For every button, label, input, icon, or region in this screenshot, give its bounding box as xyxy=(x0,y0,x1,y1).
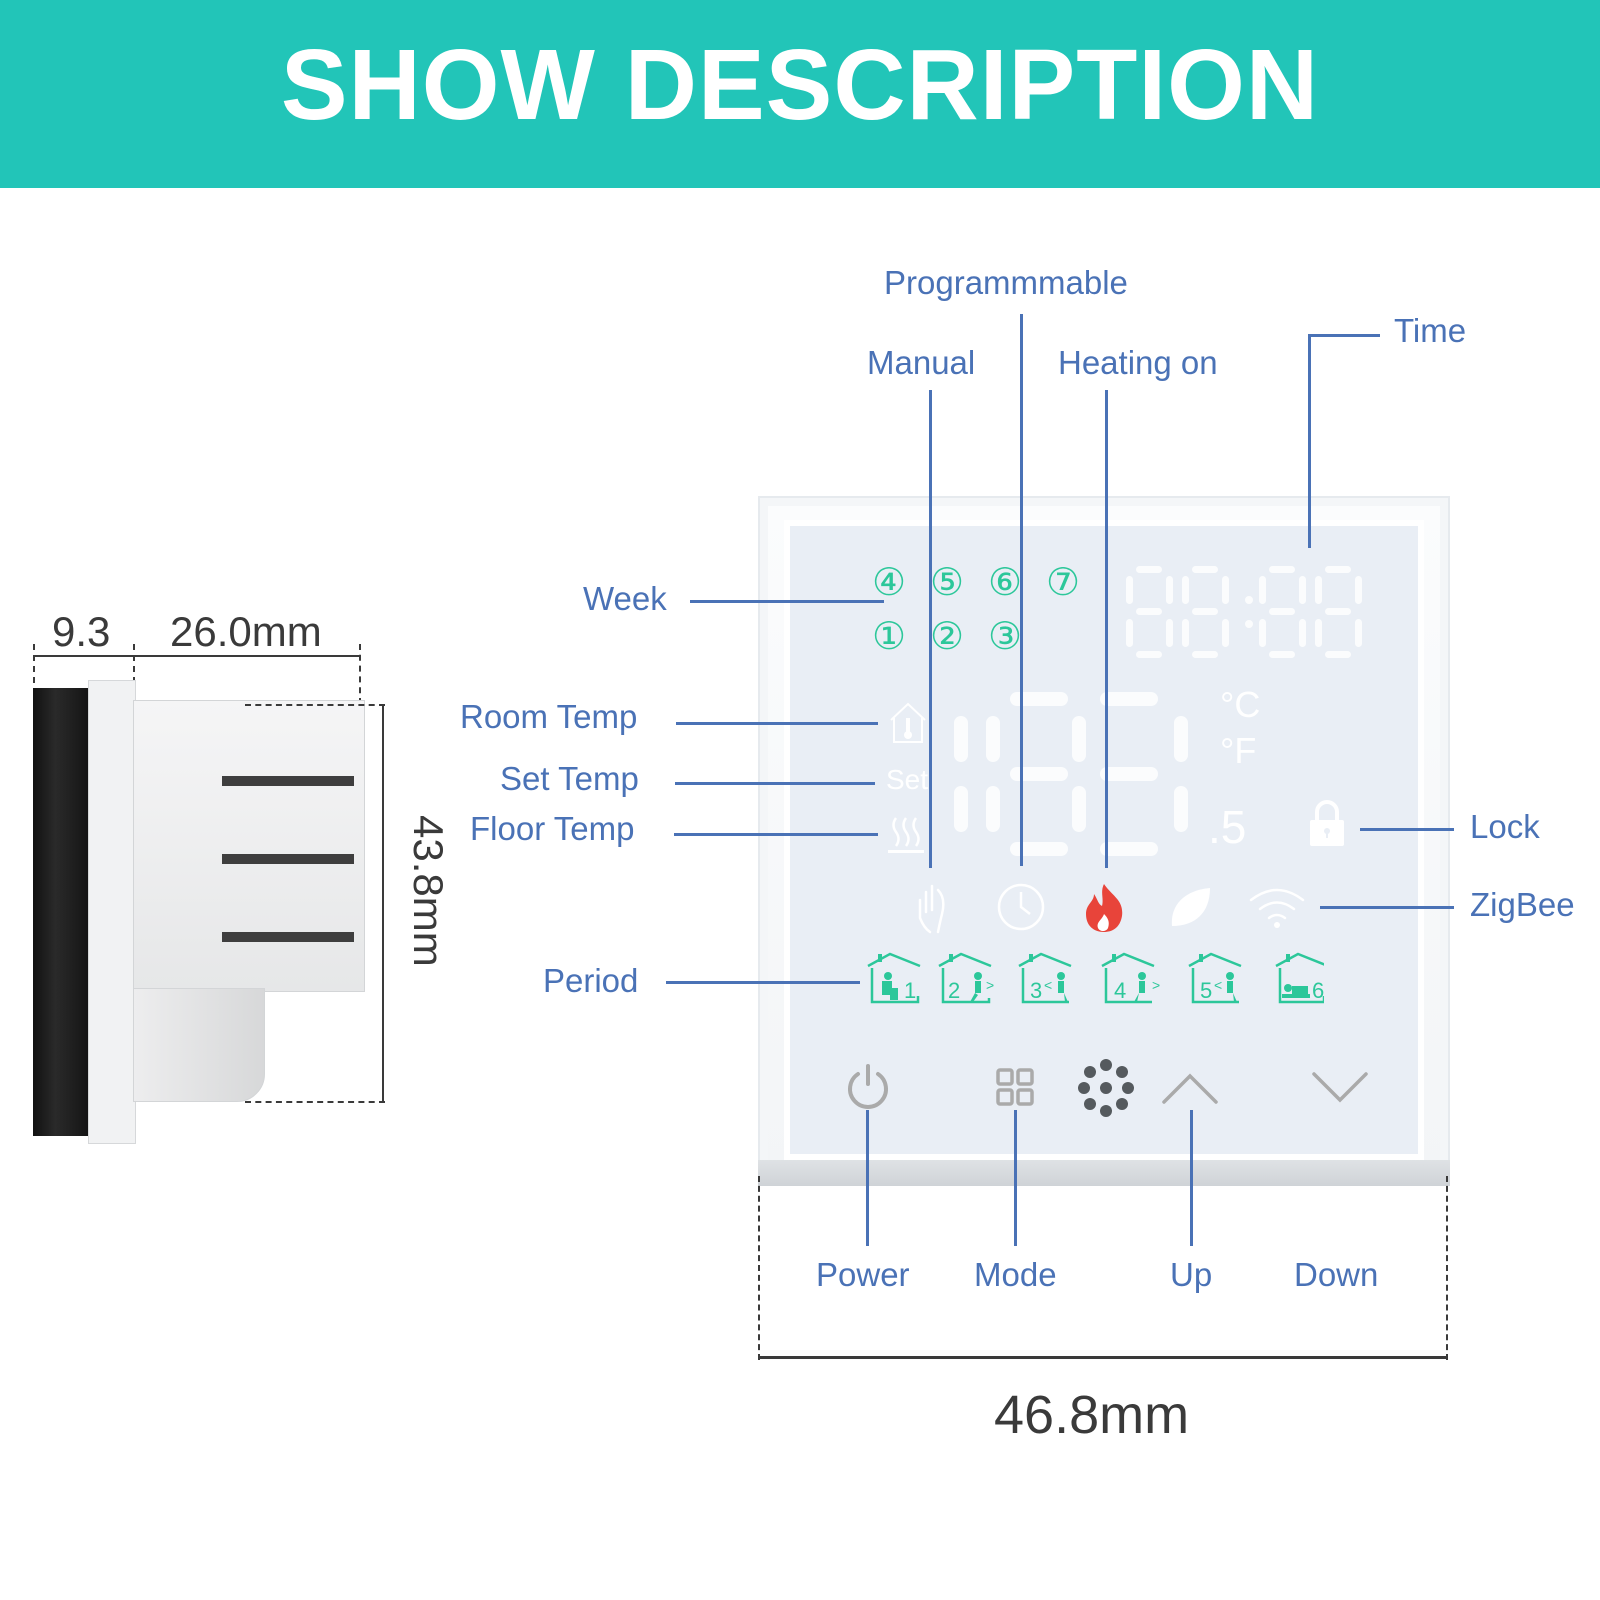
flame-icon xyxy=(1086,884,1123,932)
lock-icon xyxy=(1310,800,1344,846)
power-button[interactable] xyxy=(844,1062,892,1110)
device-body xyxy=(133,700,365,992)
callout-floor-temp: Floor Temp xyxy=(470,810,635,847)
seven-segment-time xyxy=(1126,566,1362,658)
week-day-7: ⑦ xyxy=(1046,560,1081,604)
dim-tick xyxy=(33,644,35,694)
week-day-5: ⑤ xyxy=(930,560,965,604)
svg-text:>: > xyxy=(1152,977,1160,993)
dim-line-top xyxy=(33,655,360,657)
callout-heating-on: Heating on xyxy=(1058,344,1218,381)
callout-manual: Manual xyxy=(867,344,976,381)
svg-text:>: > xyxy=(986,977,994,993)
vent-slot xyxy=(222,776,354,786)
callout-set-temp: Set Temp xyxy=(500,760,639,797)
callout-line-time-v xyxy=(1308,334,1311,548)
week-day-4: ④ xyxy=(872,560,907,604)
week-day-2: ② xyxy=(930,614,965,658)
device-frame xyxy=(88,680,136,1144)
svg-text:<: < xyxy=(1214,977,1222,993)
callout-room-temp: Room Temp xyxy=(460,698,638,735)
period-1-number: 1 xyxy=(904,978,916,1003)
dim-tick-right xyxy=(1446,1176,1448,1360)
device-body-lower xyxy=(133,988,265,1102)
callout-line-set-temp xyxy=(675,782,875,785)
leaf-icon xyxy=(1171,888,1210,926)
callout-line-manual xyxy=(929,390,932,868)
mode-button[interactable] xyxy=(994,1066,1036,1108)
set-indicator: Set xyxy=(886,764,929,795)
dim-line-width xyxy=(758,1356,1448,1359)
chevron-up-icon xyxy=(1162,1073,1218,1104)
callout-line-lock xyxy=(1360,828,1454,831)
dots-circle-icon xyxy=(1078,1059,1134,1117)
unit-fahrenheit: °F xyxy=(1220,730,1257,771)
callout-line-heating xyxy=(1105,390,1108,868)
callout-line-floor-temp xyxy=(674,833,878,836)
wifi-signal-icon xyxy=(1249,888,1305,928)
callout-up: Up xyxy=(1170,1256,1213,1293)
hand-icon xyxy=(918,884,945,934)
dim-tick xyxy=(133,644,135,694)
callout-line-power xyxy=(866,1110,869,1246)
temp-decimal: .5 xyxy=(1208,801,1247,853)
dim-tick xyxy=(245,1101,385,1103)
callout-period: Period xyxy=(543,962,639,999)
grid-icon xyxy=(996,1068,1034,1106)
up-button[interactable] xyxy=(1160,1070,1220,1106)
vent-slot xyxy=(222,932,354,942)
callout-week: Week xyxy=(583,580,667,617)
callout-power: Power xyxy=(816,1256,910,1293)
dim-height: 43.8mm xyxy=(405,815,452,967)
week-day-1: ① xyxy=(872,614,907,658)
callout-line-week xyxy=(690,600,884,603)
down-button[interactable] xyxy=(1310,1070,1370,1106)
callout-line-period xyxy=(666,981,860,984)
callout-programmable: Programmmable xyxy=(884,264,1128,301)
house-thermometer-icon xyxy=(890,702,926,743)
dim-tick-left xyxy=(758,1176,760,1360)
dim-tick xyxy=(245,704,385,706)
clock-icon xyxy=(997,883,1045,931)
callout-time: Time xyxy=(1394,312,1467,349)
svg-text:6: 6 xyxy=(1312,978,1324,1003)
callout-line-up xyxy=(1190,1110,1193,1246)
panel-bottom-edge xyxy=(758,1160,1450,1186)
svg-text:4: 4 xyxy=(1114,978,1126,1003)
dim-depth: 26.0mm xyxy=(170,608,322,655)
chevron-down-icon xyxy=(1312,1072,1368,1103)
period-house-icons: 1 2> 3< 4> 5< 6 xyxy=(867,952,1324,1004)
vent-slot xyxy=(222,854,354,864)
callout-lock: Lock xyxy=(1470,808,1540,845)
banner-title: SHOW DESCRIPTION xyxy=(280,29,1320,141)
callout-line-mode xyxy=(1014,1110,1017,1246)
dim-width: 46.8mm xyxy=(994,1385,1190,1445)
svg-text:<: < xyxy=(1044,977,1052,993)
power-icon xyxy=(848,1064,888,1109)
dim-front-thickness: 9.3 xyxy=(52,608,111,655)
week-day-6: ⑥ xyxy=(988,560,1023,604)
callout-line-room-temp xyxy=(676,722,878,725)
callout-down: Down xyxy=(1294,1256,1379,1293)
svg-text:2: 2 xyxy=(948,978,960,1003)
device-front-glass xyxy=(33,688,89,1136)
callout-line-programmable xyxy=(1020,314,1023,866)
callout-line-time-h xyxy=(1308,334,1380,337)
dim-line-height xyxy=(382,704,384,1102)
svg-text:3: 3 xyxy=(1030,978,1042,1003)
header-banner: SHOW DESCRIPTION xyxy=(0,0,1600,188)
seven-segment-temperature xyxy=(954,692,1188,856)
callout-zigbee: ZigBee xyxy=(1470,886,1575,923)
dim-tick xyxy=(359,644,361,704)
svg-text:5: 5 xyxy=(1200,978,1212,1003)
floor-heat-icon xyxy=(888,817,924,853)
callout-mode: Mode xyxy=(974,1256,1057,1293)
unit-celsius: °C xyxy=(1220,684,1261,725)
callout-line-zigbee xyxy=(1320,906,1454,909)
week-day-3: ③ xyxy=(988,614,1023,658)
